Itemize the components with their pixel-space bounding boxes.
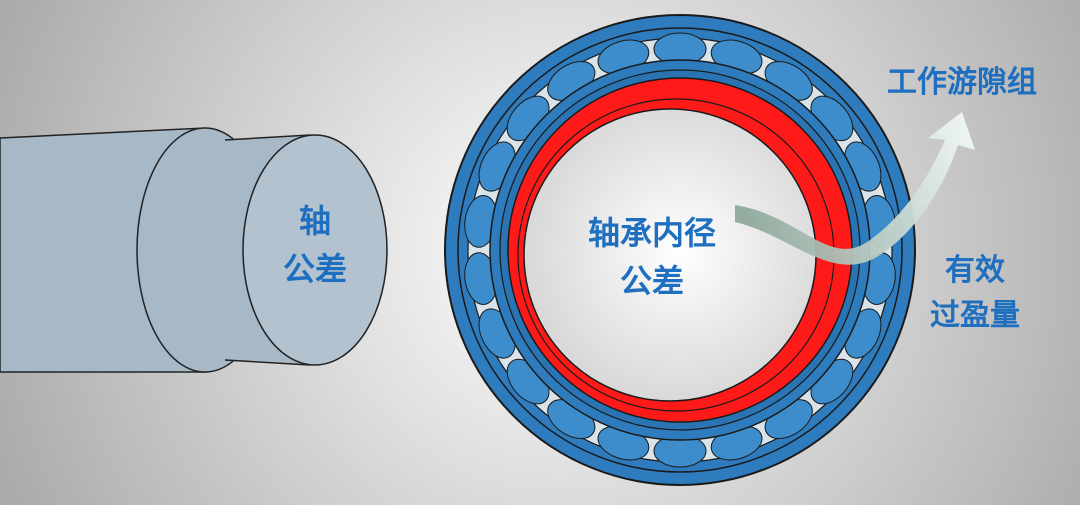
shaft-end-face bbox=[242, 134, 388, 366]
outer-ring-inner-edge bbox=[457, 27, 903, 473]
shaft-edge-top bbox=[224, 134, 311, 141]
shaft-edge-bottom bbox=[224, 359, 311, 366]
curved-arrow-icon bbox=[735, 112, 975, 265]
shaft-label-line2: 公差 bbox=[283, 250, 347, 288]
interference-label-line2: 过盈量 bbox=[930, 298, 1020, 333]
bearing: 轴承内径 公差 bbox=[444, 14, 916, 486]
bore-label-line1: 轴承内径 bbox=[588, 214, 716, 252]
bore-opening bbox=[523, 108, 817, 402]
shaft-label-line1: 轴 bbox=[299, 202, 331, 240]
shaft: 轴 公差 bbox=[0, 127, 388, 373]
interference-label-line1: 有效 bbox=[945, 253, 1005, 288]
clearance-label: 工作游隙组 bbox=[887, 65, 1037, 100]
bore-label-line2: 公差 bbox=[620, 262, 684, 300]
